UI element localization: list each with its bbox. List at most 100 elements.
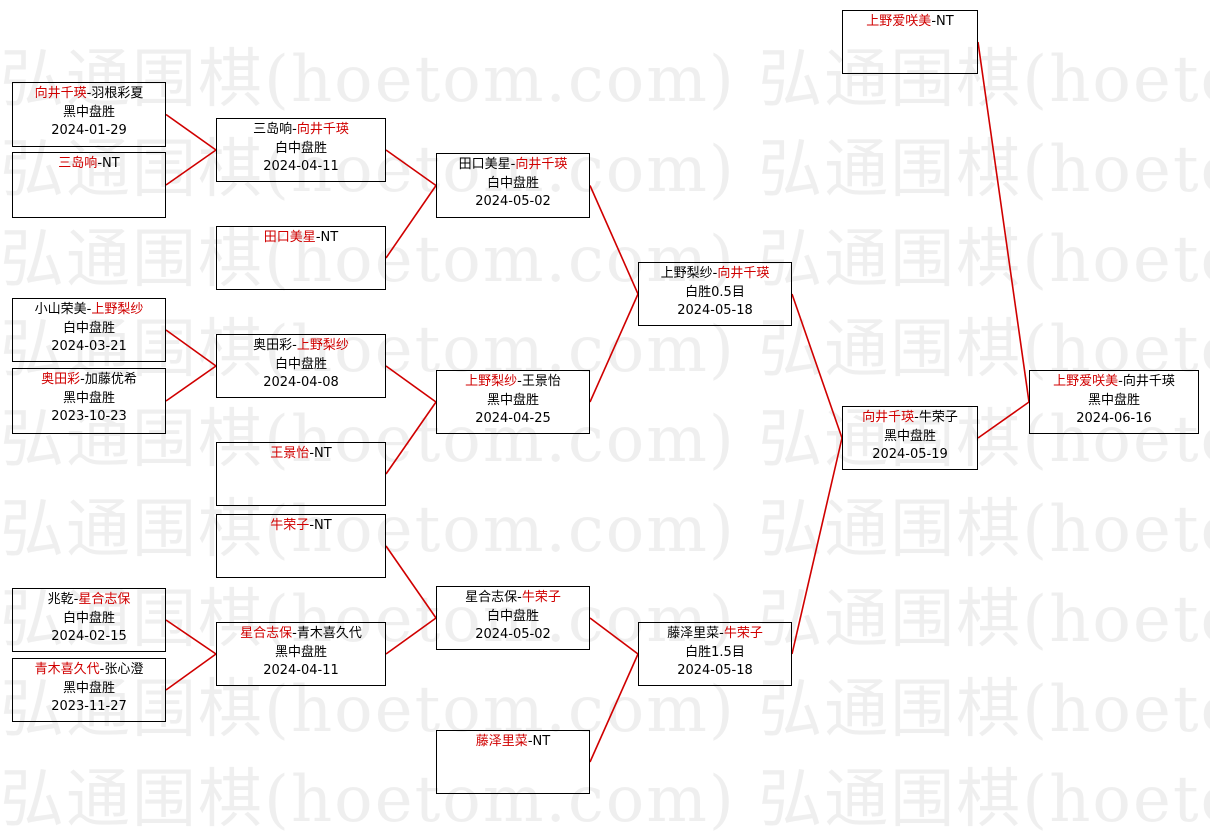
match-result: 白中盘胜 [486, 175, 539, 191]
player-separator: - [510, 157, 516, 172]
match-result: 黑中盘胜 [883, 428, 936, 444]
match-players: 小山荣美-上野梨纱 [13, 301, 165, 320]
match-box: 三岛响-NT [12, 152, 166, 218]
player-winner: 牛荣子 [521, 590, 561, 605]
match-date: 2024-04-11 [263, 159, 339, 174]
player-name: NT [102, 156, 120, 171]
match-players: 藤泽里菜-牛荣子 [639, 625, 791, 644]
match-result: 白胜0.5目 [685, 284, 745, 300]
player-separator: - [315, 230, 321, 245]
player-separator: - [517, 590, 522, 605]
player-separator: - [86, 302, 92, 317]
player-winner: 奥田彩 [41, 372, 81, 387]
player-separator: - [309, 518, 315, 533]
player-winner: 上野梨纱 [465, 374, 518, 389]
player-separator: - [719, 626, 724, 641]
player-name: 青木喜久代 [296, 626, 362, 641]
bracket-connector [385, 401, 437, 475]
match-result: 黑中盘胜 [486, 392, 539, 408]
player-separator: - [99, 662, 105, 677]
match-date: 2024-04-08 [263, 375, 339, 390]
player-winner: 向井千瑛 [296, 122, 349, 137]
match-players: 三岛响-向井千瑛 [217, 121, 385, 140]
player-winner: 向井千瑛 [862, 410, 915, 425]
match-players: 三岛响-NT [13, 155, 165, 174]
match-date: 2024-01-29 [51, 123, 127, 138]
match-players: 田口美星-NT [217, 229, 385, 248]
player-name: 藤泽里菜 [667, 626, 720, 641]
player-name: NT [314, 446, 332, 461]
player-separator: - [86, 86, 92, 101]
player-winner: 三岛响 [58, 156, 98, 171]
match-players: 青木喜久代-张心澄 [13, 661, 165, 680]
match-date: 2024-05-18 [677, 663, 753, 678]
player-name: 加藤优希 [84, 372, 137, 387]
player-winner: 王景怡 [270, 446, 310, 461]
player-winner: 田口美星 [263, 230, 316, 245]
player-name: 三岛响 [253, 122, 293, 137]
bracket-connector [385, 545, 437, 619]
player-name: 奥田彩 [253, 338, 293, 353]
match-box: 王景怡-NT [216, 442, 386, 506]
bracket-connector [977, 401, 1030, 439]
player-name: NT [532, 734, 551, 749]
match-players: 牛荣子-NT [217, 517, 385, 536]
bracket-connector [385, 617, 437, 655]
player-separator: - [527, 734, 533, 749]
match-date: 2023-11-27 [51, 699, 127, 714]
player-separator: - [309, 446, 315, 461]
match-result: 白胜1.5目 [685, 644, 745, 660]
player-name: 张心澄 [104, 662, 144, 677]
bracket-connector [589, 617, 639, 655]
match-box: 上野爱咲美-NT [842, 10, 978, 74]
player-winner: 上野爱咲美 [866, 14, 932, 29]
match-box: 田口美星-NT [216, 226, 386, 290]
player-winner: 上野梨纱 [296, 338, 349, 353]
player-winner: 向井千瑛 [34, 86, 87, 101]
bracket-connector [385, 365, 437, 403]
player-name: NT [936, 14, 954, 29]
bracket-connector [165, 149, 217, 186]
player-separator: - [914, 410, 919, 425]
player-separator: - [712, 266, 718, 281]
match-date: 2024-02-15 [51, 629, 127, 644]
bracket-connector [165, 113, 217, 151]
match-date: 2024-05-02 [475, 194, 551, 209]
player-name: 牛荣子 [918, 410, 958, 425]
player-name: NT [320, 230, 339, 245]
bracket-connector [589, 653, 639, 763]
match-date: 2023-10-23 [51, 409, 127, 424]
match-date: 2024-04-25 [475, 411, 551, 426]
match-result: 白中盘胜 [62, 320, 115, 336]
player-winner: 牛荣子 [723, 626, 763, 641]
bracket-connector [791, 293, 843, 439]
match-players: 上野爱咲美-NT [843, 13, 977, 32]
match-result: 黑中盘胜 [1087, 392, 1140, 408]
player-name: 王景怡 [521, 374, 561, 389]
bracket-connector [165, 365, 217, 402]
match-players: 奥田彩-加藤优希 [13, 371, 165, 390]
match-result: 黑中盘胜 [274, 644, 327, 660]
match-players: 向井千瑛-羽根彩夏 [13, 85, 165, 104]
match-date: 2024-06-16 [1076, 411, 1152, 426]
player-separator: - [292, 626, 297, 641]
player-winner: 藤泽里菜 [475, 734, 528, 749]
player-separator: - [292, 122, 297, 137]
match-players: 兆乾-星合志保 [13, 591, 165, 610]
match-result: 白中盘胜 [274, 140, 327, 156]
bracket-connector [165, 329, 217, 367]
bracket-connector [791, 437, 843, 655]
player-separator: - [73, 592, 79, 607]
bracket-connector [385, 149, 437, 187]
